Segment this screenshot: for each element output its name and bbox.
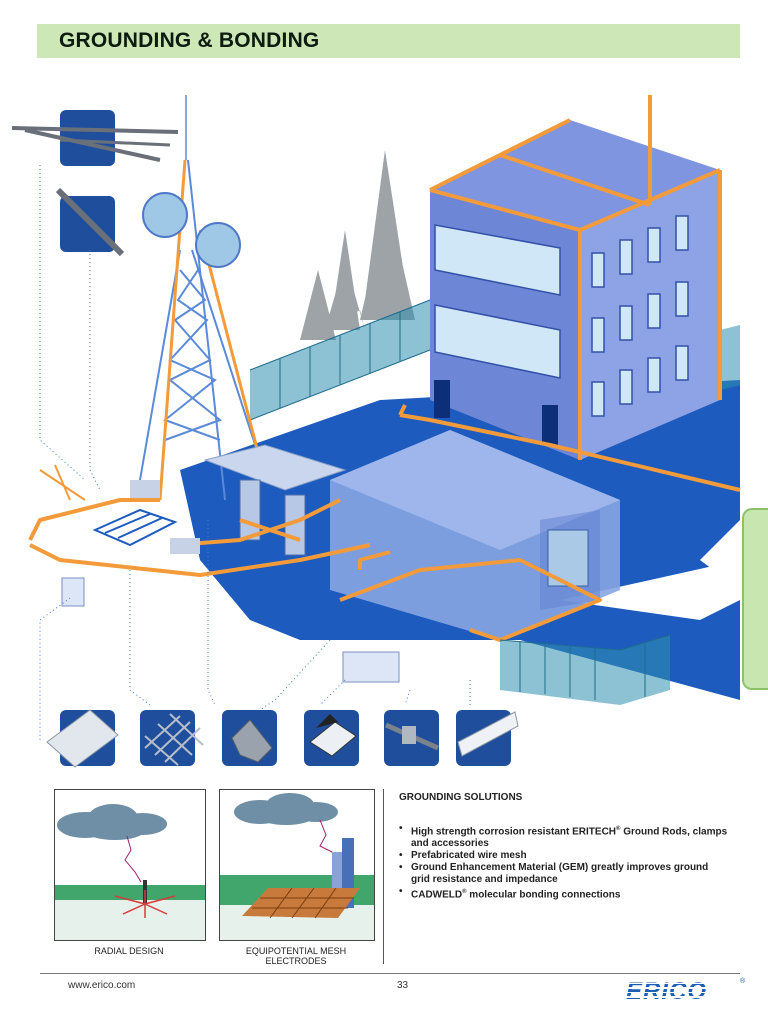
- ground-test-well: [342, 651, 400, 683]
- radial-arrows: [114, 890, 176, 918]
- solutions-list: High strength corrosion resistant ERITEC…: [399, 823, 729, 902]
- list-item: CADWELD® molecular bonding connections: [399, 886, 729, 901]
- list-item: Ground Enhancement Material (GEM) greatl…: [399, 862, 729, 886]
- footer-divider: [40, 973, 740, 974]
- cloud-icon: [57, 804, 167, 840]
- radial-design-caption: RADIAL DESIGN: [94, 946, 164, 956]
- tower-footing: [170, 538, 200, 554]
- perimeter-fence: [249, 299, 740, 421]
- header-bar: GROUNDING & BONDING: [37, 24, 740, 58]
- ground-grid-mat: [92, 508, 178, 547]
- office-building: [429, 95, 722, 460]
- wire-mesh-icon: [140, 710, 204, 766]
- list-item: High strength corrosion resistant ERITEC…: [399, 823, 729, 850]
- ground-bus-box: [61, 577, 85, 607]
- cable-connector-icon: [384, 710, 440, 766]
- mesh-grid-lines: [252, 887, 354, 919]
- page-title: GROUNDING & BONDING: [59, 29, 320, 52]
- cloud-icon: [234, 793, 338, 825]
- background-trees: [300, 150, 415, 340]
- grounding-solutions: GROUNDING SOLUTIONS High strength corros…: [399, 792, 729, 902]
- list-item: Prefabricated wire mesh: [399, 850, 729, 862]
- logo-text: ERICO: [626, 978, 708, 1005]
- section-tab[interactable]: [742, 508, 768, 690]
- front-fence: [499, 634, 671, 705]
- page-number: 33: [397, 980, 409, 991]
- ground-rod-icon: [55, 187, 125, 257]
- communication-tower: [139, 95, 261, 501]
- leader-lines: [39, 165, 471, 740]
- erico-logo: ERICO ®: [626, 978, 745, 1006]
- cadweld-mold-icon: [304, 710, 359, 766]
- mesh-electrodes-diagram: [219, 789, 375, 941]
- tower-footing: [130, 480, 160, 498]
- ground-plate-icon: [46, 709, 119, 768]
- ground-clamp-icon: [222, 710, 277, 766]
- column-divider: [383, 789, 384, 964]
- radial-design-diagram: [54, 789, 206, 941]
- guy-anchor: [39, 464, 86, 501]
- solutions-heading: GROUNDING SOLUTIONS: [399, 792, 523, 803]
- lightning-bolt-icon: [124, 835, 142, 883]
- logo-registered-mark: ®: [740, 978, 746, 985]
- ground-rod-kit-icon: [11, 110, 179, 166]
- footer-url-link[interactable]: www.erico.com: [68, 980, 136, 991]
- grounding-system-illustration: [11, 95, 741, 768]
- mesh-electrodes-caption: EQUIPOTENTIAL MESH ELECTRODES: [245, 946, 347, 966]
- grounding-conductors: [28, 404, 741, 642]
- dish-antenna-1: [142, 192, 188, 238]
- soil-band: [55, 900, 205, 940]
- dish-antenna-2: [195, 222, 241, 268]
- ground-slab-notch: [560, 560, 740, 620]
- bus-bar-icon: [456, 710, 519, 766]
